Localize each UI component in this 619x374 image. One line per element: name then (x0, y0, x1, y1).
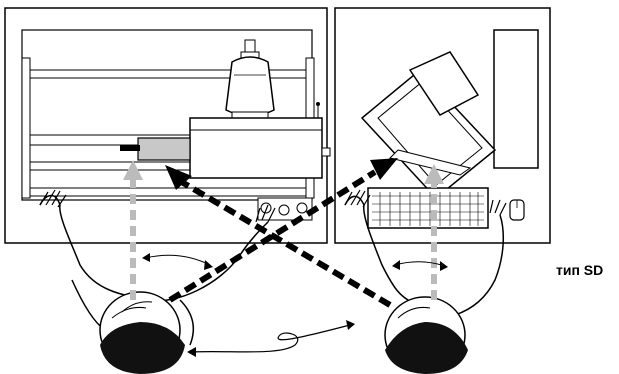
type-label: тип SD (556, 262, 604, 278)
reach-arc-right (392, 260, 448, 271)
gaze-arrow-right (424, 164, 444, 300)
operator-head-icon (100, 322, 185, 374)
cross-arrow-to-monitor (168, 158, 398, 303)
carriage-motor (225, 39, 275, 123)
right-operator (344, 189, 507, 374)
computer-mouse-icon (509, 199, 525, 221)
tool-head (120, 102, 331, 179)
reach-arc-left (142, 253, 213, 270)
keyboard-icon (367, 187, 489, 229)
communication-link (187, 320, 355, 357)
monitor-icon (360, 51, 497, 200)
pc-tower-icon (493, 29, 539, 169)
gaze-arrow-left (123, 160, 143, 300)
left-operator (39, 189, 276, 374)
cross-arrow-to-machine (165, 165, 392, 308)
